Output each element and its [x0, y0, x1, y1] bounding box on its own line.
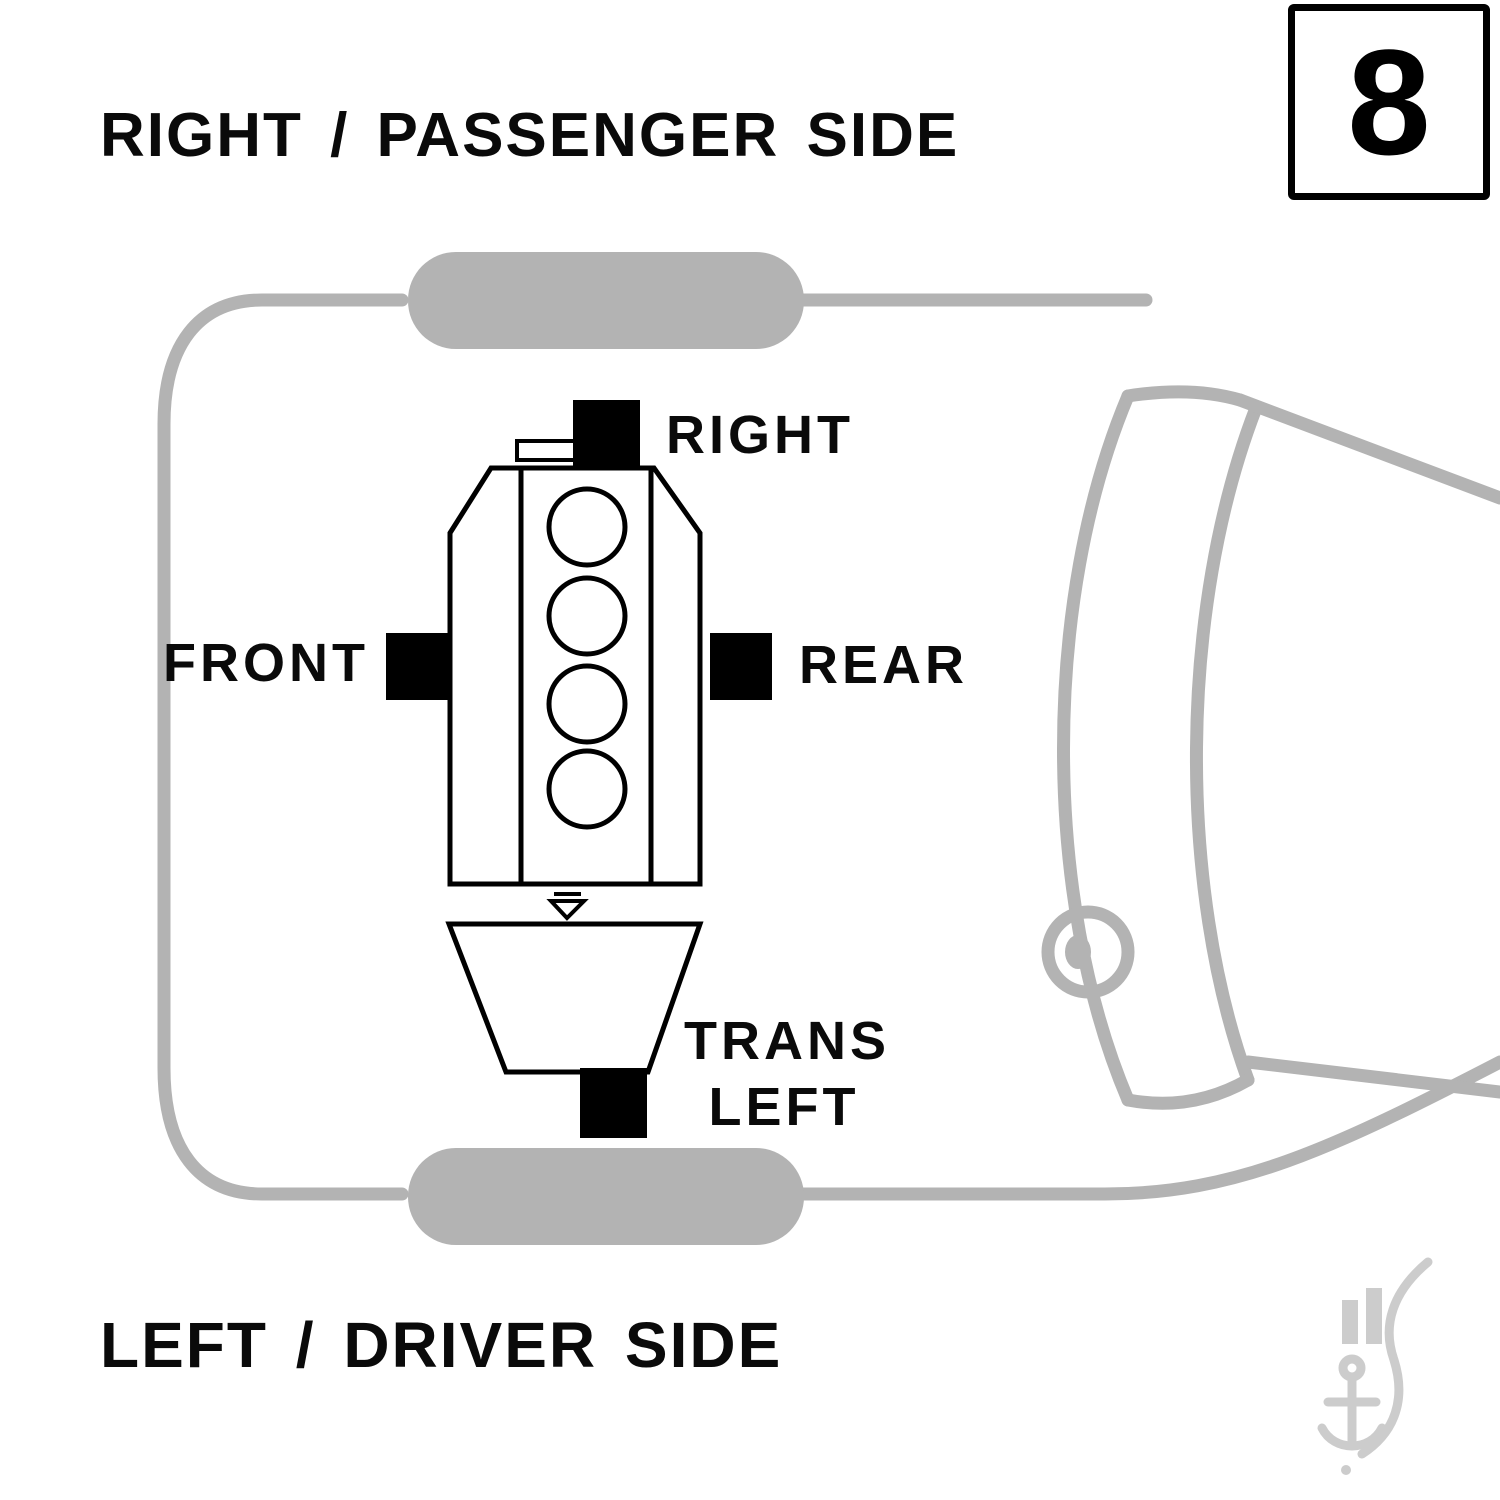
car-body-left-outline	[157, 293, 409, 1201]
tire-top	[408, 252, 804, 349]
windshield-top-edge	[1121, 385, 1247, 407]
windshield-left-curve	[1057, 389, 1135, 1107]
page-title-top: RIGHT / PASSENGER SIDE	[100, 101, 960, 170]
mount-label-rear: REAR	[799, 635, 969, 695]
mount-marker-rear	[710, 633, 772, 700]
windshield-right-curve	[1189, 401, 1263, 1087]
mount-label-front: FRONT	[163, 633, 369, 693]
engine-assembly	[445, 439, 704, 1075]
tire-bottom	[408, 1148, 804, 1245]
page-number: 8	[1347, 18, 1431, 186]
mount-markers	[386, 400, 772, 1138]
mount-label-trans-left: TRANS LEFT	[684, 1008, 890, 1140]
cylinder-4	[546, 748, 628, 830]
mount-label-trans-line1: TRANS	[684, 1011, 890, 1071]
cylinder-2	[546, 575, 628, 657]
mount-label-trans-line2: LEFT	[708, 1077, 860, 1137]
hood-line-top	[1233, 393, 1500, 505]
cylinder-1	[546, 486, 628, 568]
engine-bracket-tab	[515, 439, 577, 462]
windshield-bottom-edge	[1121, 1073, 1255, 1110]
page-number-box: 8	[1288, 4, 1490, 200]
hood-line-bottom	[1241, 1055, 1500, 1099]
cylinder-3	[546, 663, 628, 745]
funnel-icon	[546, 899, 589, 921]
mount-marker-trans-left	[580, 1068, 647, 1138]
car-outline	[157, 293, 1500, 1201]
car-cap-detail-icon	[1041, 905, 1135, 999]
transmission-housing	[445, 921, 704, 1075]
anchor-logo-icon	[1317, 1257, 1433, 1475]
mount-label-right: RIGHT	[666, 405, 854, 465]
mount-marker-front	[386, 633, 448, 700]
car-cap-inner-dot	[1065, 935, 1091, 969]
mount-marker-right	[573, 400, 640, 467]
car-body-bottom-line	[793, 1055, 1500, 1201]
page-title-bottom: LEFT / DRIVER SIDE	[100, 1309, 783, 1381]
